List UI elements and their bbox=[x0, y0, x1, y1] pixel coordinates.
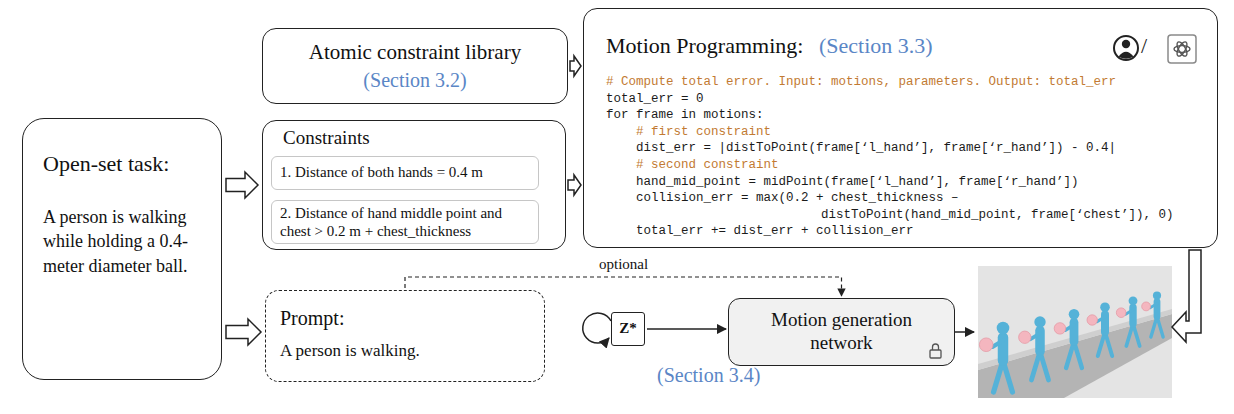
hollow-arrow bbox=[226, 172, 258, 198]
figure-ball bbox=[1087, 315, 1097, 325]
dashed-arrow bbox=[405, 277, 842, 296]
walking-figure bbox=[1054, 309, 1082, 368]
hollow-arrow bbox=[568, 175, 581, 195]
user-icon bbox=[1114, 36, 1138, 60]
walking-figure bbox=[1142, 291, 1163, 337]
constraint-item-text: 1. Distance of both hands = 0.4 m bbox=[280, 164, 483, 181]
program-box-text: # second constraint bbox=[636, 158, 779, 174]
figure-arm bbox=[1097, 317, 1105, 322]
figure-head bbox=[997, 322, 1010, 335]
figure-ball bbox=[1142, 302, 1151, 311]
figure-head bbox=[1069, 309, 1080, 320]
program-box-text: (Section 3.3) bbox=[819, 33, 933, 58]
constraints-box-text: Constraints bbox=[283, 127, 370, 149]
latent-loop-arrow bbox=[583, 313, 611, 343]
user-icon-head bbox=[1122, 40, 1130, 48]
figure-ball bbox=[1116, 308, 1126, 318]
program-box-text: for frame in motions: bbox=[606, 108, 764, 124]
figure-head bbox=[1153, 291, 1161, 299]
lock-shackle bbox=[933, 344, 939, 350]
program-box-text: hand_mid_point = midPoint(frame[‘l_hand’… bbox=[636, 175, 1079, 191]
image-floor-edge bbox=[978, 309, 1172, 370]
figure-ball bbox=[1019, 331, 1031, 343]
library-box-text: Atomic constraint library bbox=[309, 40, 521, 64]
figure-head bbox=[1100, 302, 1110, 312]
user-icon-body bbox=[1119, 52, 1134, 59]
program-box-text: collision_err = max(0.2 + chest_thicknes… bbox=[636, 191, 959, 207]
figure-arm bbox=[1150, 304, 1157, 308]
edge-label: optional bbox=[596, 256, 651, 273]
user-icon-ring bbox=[1114, 36, 1138, 60]
task-box-text: A person is walking while holding a 0.4-… bbox=[43, 205, 201, 278]
figure-arm bbox=[1126, 310, 1133, 314]
walking-figure bbox=[1116, 296, 1139, 346]
llm-icon-petal bbox=[1174, 46, 1190, 53]
hollow-bend-arrow bbox=[1172, 250, 1201, 342]
llm-icon bbox=[1168, 35, 1196, 63]
walking-figures bbox=[979, 291, 1163, 392]
walking-figure bbox=[1087, 302, 1112, 356]
hollow-arrow bbox=[226, 319, 261, 345]
figure-arm bbox=[1031, 333, 1041, 339]
llm-icon-petal bbox=[1175, 40, 1189, 57]
program-box-text: total_err += dist_err + collision_err bbox=[636, 224, 914, 240]
arrow bbox=[647, 328, 726, 330]
program-box-text: # first constraint bbox=[636, 125, 771, 141]
figure-head bbox=[1034, 316, 1045, 327]
library-box-text: (Section 3.2) bbox=[363, 69, 466, 92]
constraint-item: 1. Distance of both hands = 0.4 m bbox=[271, 156, 539, 190]
section-label: (Section 3.4) bbox=[657, 364, 760, 387]
task-box: Open-set task: A person is walking while … bbox=[22, 118, 222, 380]
program-box: Motion Programming: (Section 3.3) # Comput… bbox=[583, 8, 1218, 248]
program-box-text: dist_err = |distToPoint(frame[‘l_hand’],… bbox=[636, 141, 1116, 157]
program-box-text: # Compute total error. Input: motions, p… bbox=[606, 75, 1116, 91]
hollow-arrow bbox=[570, 56, 581, 76]
lock-body bbox=[930, 350, 941, 358]
network-box: Motion generation network bbox=[728, 298, 955, 366]
constraints-box: 1. Distance of both hands = 0.4 m 2. Dist… bbox=[262, 120, 566, 250]
constraint-item: 2. Distance of hand middle point and che… bbox=[271, 200, 539, 244]
separator-label: / bbox=[1141, 33, 1147, 58]
latent-box: Z* bbox=[611, 312, 645, 346]
program-box-text: total_err = 0 bbox=[606, 92, 704, 108]
llm-icon-frame bbox=[1168, 35, 1196, 63]
walking-figure bbox=[1019, 316, 1049, 380]
render-image bbox=[978, 266, 1172, 398]
lock-icon bbox=[930, 344, 941, 358]
library-box: Atomic constraint library (Section 3.2) bbox=[262, 28, 568, 104]
prompt-box-text: A person is walking. bbox=[280, 341, 420, 361]
figure-head bbox=[1129, 296, 1138, 305]
image-background bbox=[978, 266, 1172, 398]
latent-box-text: Z* bbox=[619, 320, 637, 337]
program-box-text: Motion Programming: bbox=[606, 33, 803, 58]
llm-icon-petal bbox=[1175, 40, 1189, 57]
prompt-box: Prompt: A person is walking. bbox=[265, 290, 545, 382]
figure-ball bbox=[979, 338, 993, 352]
figure-arm bbox=[1065, 325, 1074, 330]
task-box-text: Open-set task: bbox=[43, 151, 169, 176]
figure-ball bbox=[1054, 323, 1065, 334]
image-floor bbox=[978, 314, 1172, 398]
walking-figure bbox=[979, 322, 1012, 392]
program-box-text: distToPoint(hand_mid_point, frame[‘chest… bbox=[821, 208, 1174, 224]
figure-arm bbox=[993, 341, 1004, 347]
prompt-box-text: Prompt: bbox=[280, 307, 344, 330]
constraint-item-text: 2. Distance of hand middle point and che… bbox=[280, 204, 512, 240]
network-box-text: Motion generation network bbox=[743, 309, 940, 355]
